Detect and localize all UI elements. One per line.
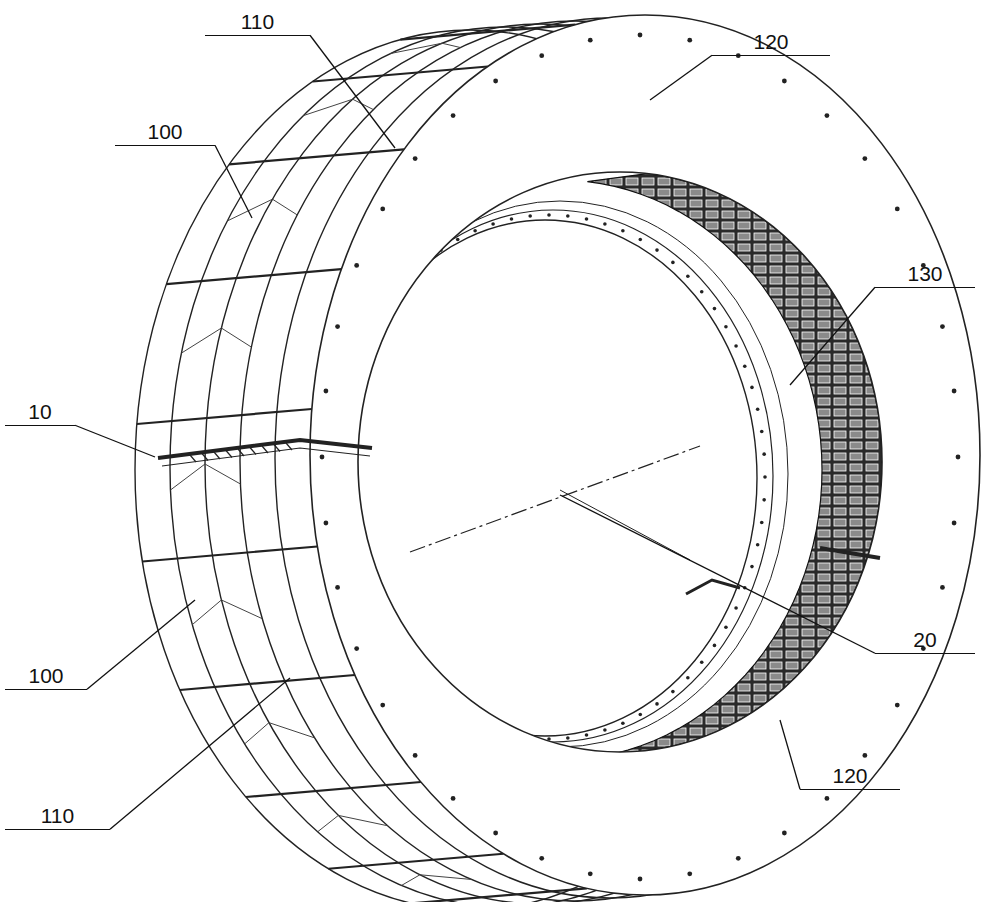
leader-line — [310, 35, 395, 148]
leader-line — [215, 145, 252, 218]
bolt-holes — [320, 33, 961, 882]
clamp-bracket — [158, 440, 880, 594]
callout-number: 100 — [115, 120, 215, 146]
front-face — [310, 15, 980, 895]
callout-number: 20 — [875, 628, 975, 654]
callout-number: 120 — [800, 764, 900, 790]
callout-number: 110 — [5, 804, 110, 830]
callout-number: 100 — [5, 664, 87, 690]
friction-pad — [587, 174, 882, 759]
leader-line — [790, 287, 875, 385]
leader-line — [110, 678, 290, 829]
leader-line — [87, 600, 195, 689]
leader-line — [75, 425, 155, 457]
callout-number: 110 — [205, 10, 310, 36]
callout-number: 10 — [5, 400, 75, 426]
callout-number: 120 — [712, 30, 830, 56]
leader-line — [650, 55, 712, 100]
bore-edge — [358, 172, 882, 752]
leader-line — [780, 720, 800, 789]
callout-number: 130 — [875, 262, 975, 288]
bore-interior — [331, 172, 882, 758]
leader-line — [560, 495, 875, 653]
